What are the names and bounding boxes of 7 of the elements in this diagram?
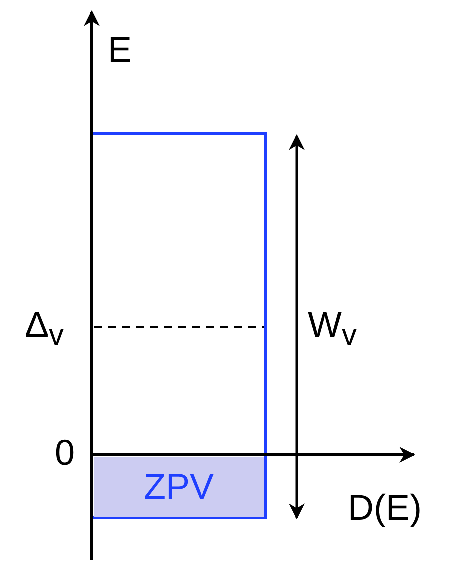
axis-label: D(E) xyxy=(348,488,422,528)
width-label: W$_{v}$ xyxy=(308,305,357,354)
region-label: ZPV xyxy=(144,466,214,508)
level-label: Δ$_{v}$ xyxy=(25,305,64,354)
zero-point-region xyxy=(94,457,264,517)
axis-label: E xyxy=(108,30,132,70)
tick-label: 0 xyxy=(55,433,76,473)
